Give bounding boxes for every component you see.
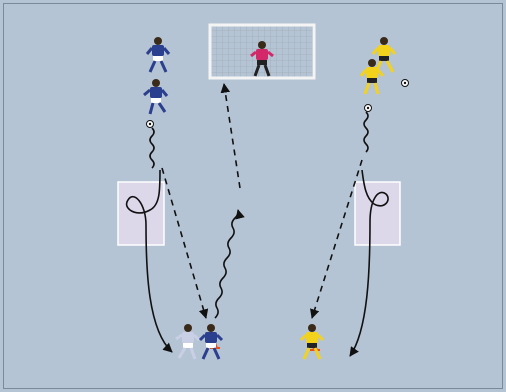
ball-yellow-front xyxy=(365,105,372,112)
ball-yellow-back xyxy=(402,80,409,87)
ball-blue-start xyxy=(147,121,154,128)
zone-right xyxy=(355,182,400,245)
